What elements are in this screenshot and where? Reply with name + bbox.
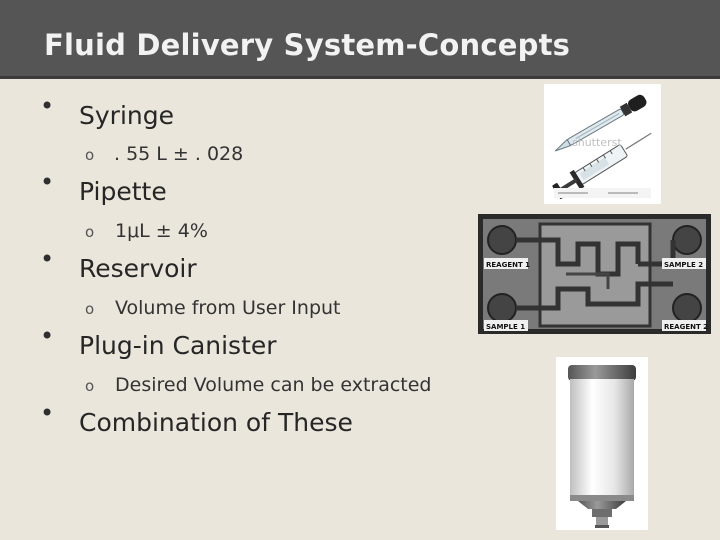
bullet-plug-in-canister: Plug-in Canister [79,331,277,360]
title-bar [0,0,720,76]
bullet-marker: • [40,245,55,273]
bullet-marker: • [40,168,55,196]
microfluidic-chip-graphic: REAGENT 1 SAMPLE 2 SAMPLE 1 REAGENT 2 [478,214,711,334]
bullet-marker: • [40,399,55,427]
title-bar-divider [0,76,720,79]
watermark-text: shutterst [572,136,622,149]
bullet-marker: • [40,92,55,120]
label-reagent-2: REAGENT 2 [664,323,708,331]
sub-marker: o [85,377,95,395]
bullet-reservoir: Reservoir [79,254,197,283]
sub-marker: o [85,223,95,241]
syringe-pipette-image: shutterst [544,84,661,204]
label-sample-2: SAMPLE 2 [664,261,703,269]
syringe-pipette-graphic: shutterst [544,84,661,204]
slide-title: Fluid Delivery System-Concepts [44,28,571,62]
reservoir-spec: Volume from User Input [115,297,341,319]
label-sample-1: SAMPLE 1 [486,323,525,331]
canister-image [556,357,648,530]
microfluidic-chip-image: REAGENT 1 SAMPLE 2 SAMPLE 1 REAGENT 2 [478,214,711,334]
bullet-marker: • [40,322,55,350]
bullet-syringe: Syringe [79,101,174,130]
bullet-combination: Combination of These [79,408,353,437]
sub-marker: o [85,300,95,318]
bullet-pipette: Pipette [79,177,167,206]
syringe-spec: . 55 L ± . 028 [114,143,244,165]
sub-marker: o [85,146,95,164]
label-reagent-1: REAGENT 1 [486,261,530,269]
canister-graphic [556,357,648,530]
canister-spec: Desired Volume can be extracted [115,374,432,396]
pipette-spec: 1μL ± 4% [115,220,208,242]
